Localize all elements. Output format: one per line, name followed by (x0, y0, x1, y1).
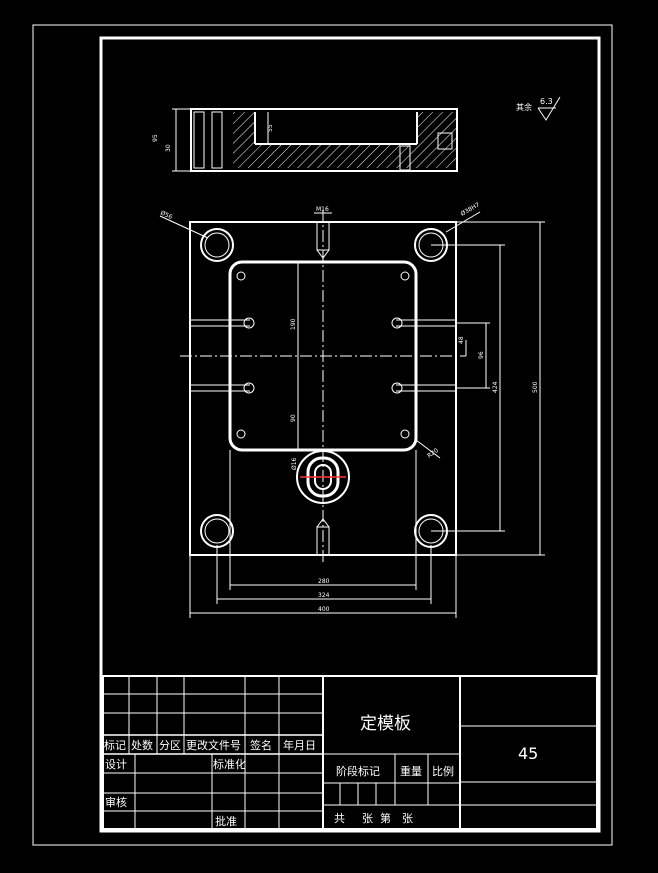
label-sheet-total: 共 (334, 812, 345, 825)
label-standardize: 标准化 (213, 757, 246, 771)
label-weight: 重量 (400, 764, 422, 778)
surface-finish-prefix: 其余 (516, 102, 532, 112)
surface-finish-value: 6.3 (540, 97, 553, 106)
label-zone: 分区 (159, 739, 181, 752)
label-sheet-no: 第 (380, 811, 391, 825)
label-change-doc: 更改文件号 (186, 738, 241, 752)
label-design: 设计 (105, 758, 127, 771)
dim-right-424: 424 (492, 381, 499, 393)
outer-frame (32, 24, 613, 846)
dim-pocket-height: 190 (290, 318, 297, 330)
label-review: 审核 (105, 795, 127, 809)
label-mark: 标记 (104, 738, 126, 752)
dim-right-mid: 96 (478, 351, 485, 359)
dim-bottom-280: 280 (318, 578, 330, 585)
label-sheet-unit-a: 张 (362, 812, 373, 825)
dim-pocket-lower: 90 (290, 414, 297, 422)
title-block (102, 675, 598, 830)
section-view (172, 108, 458, 172)
surface-finish-note: 其余 6.3 (516, 96, 561, 121)
label-scale: 比例 (432, 764, 454, 778)
plan-view (180, 210, 466, 565)
label-stage-mark: 阶段标记 (336, 764, 380, 778)
dim-hole-left: Ø56 (159, 209, 173, 221)
dim-center-note: Ø16 (291, 457, 298, 470)
dim-thread-top: M16 (316, 206, 329, 213)
dim-hole-right: Ø38H7 (460, 201, 482, 217)
label-signature: 签名 (250, 738, 272, 752)
dim-right-500: 500 (532, 381, 539, 393)
inner-frame (99, 36, 601, 833)
dim-bottom-400: 400 (318, 606, 330, 613)
dim-left-side-b: 30 (165, 144, 172, 152)
label-sheet-unit-b: 张 (402, 812, 413, 825)
material-value: 45 (518, 744, 538, 763)
dim-bottom-324: 324 (318, 592, 330, 599)
dim-left-side-a: 95 (152, 134, 159, 142)
dimension-lines (159, 211, 545, 618)
dim-slot-depth: 55 (267, 124, 274, 132)
dim-right-small: 48 (458, 336, 465, 344)
part-name: 定模板 (360, 714, 411, 734)
label-approve: 批准 (215, 814, 237, 828)
label-date: 年月日 (283, 738, 316, 752)
label-count: 处数 (131, 739, 153, 752)
